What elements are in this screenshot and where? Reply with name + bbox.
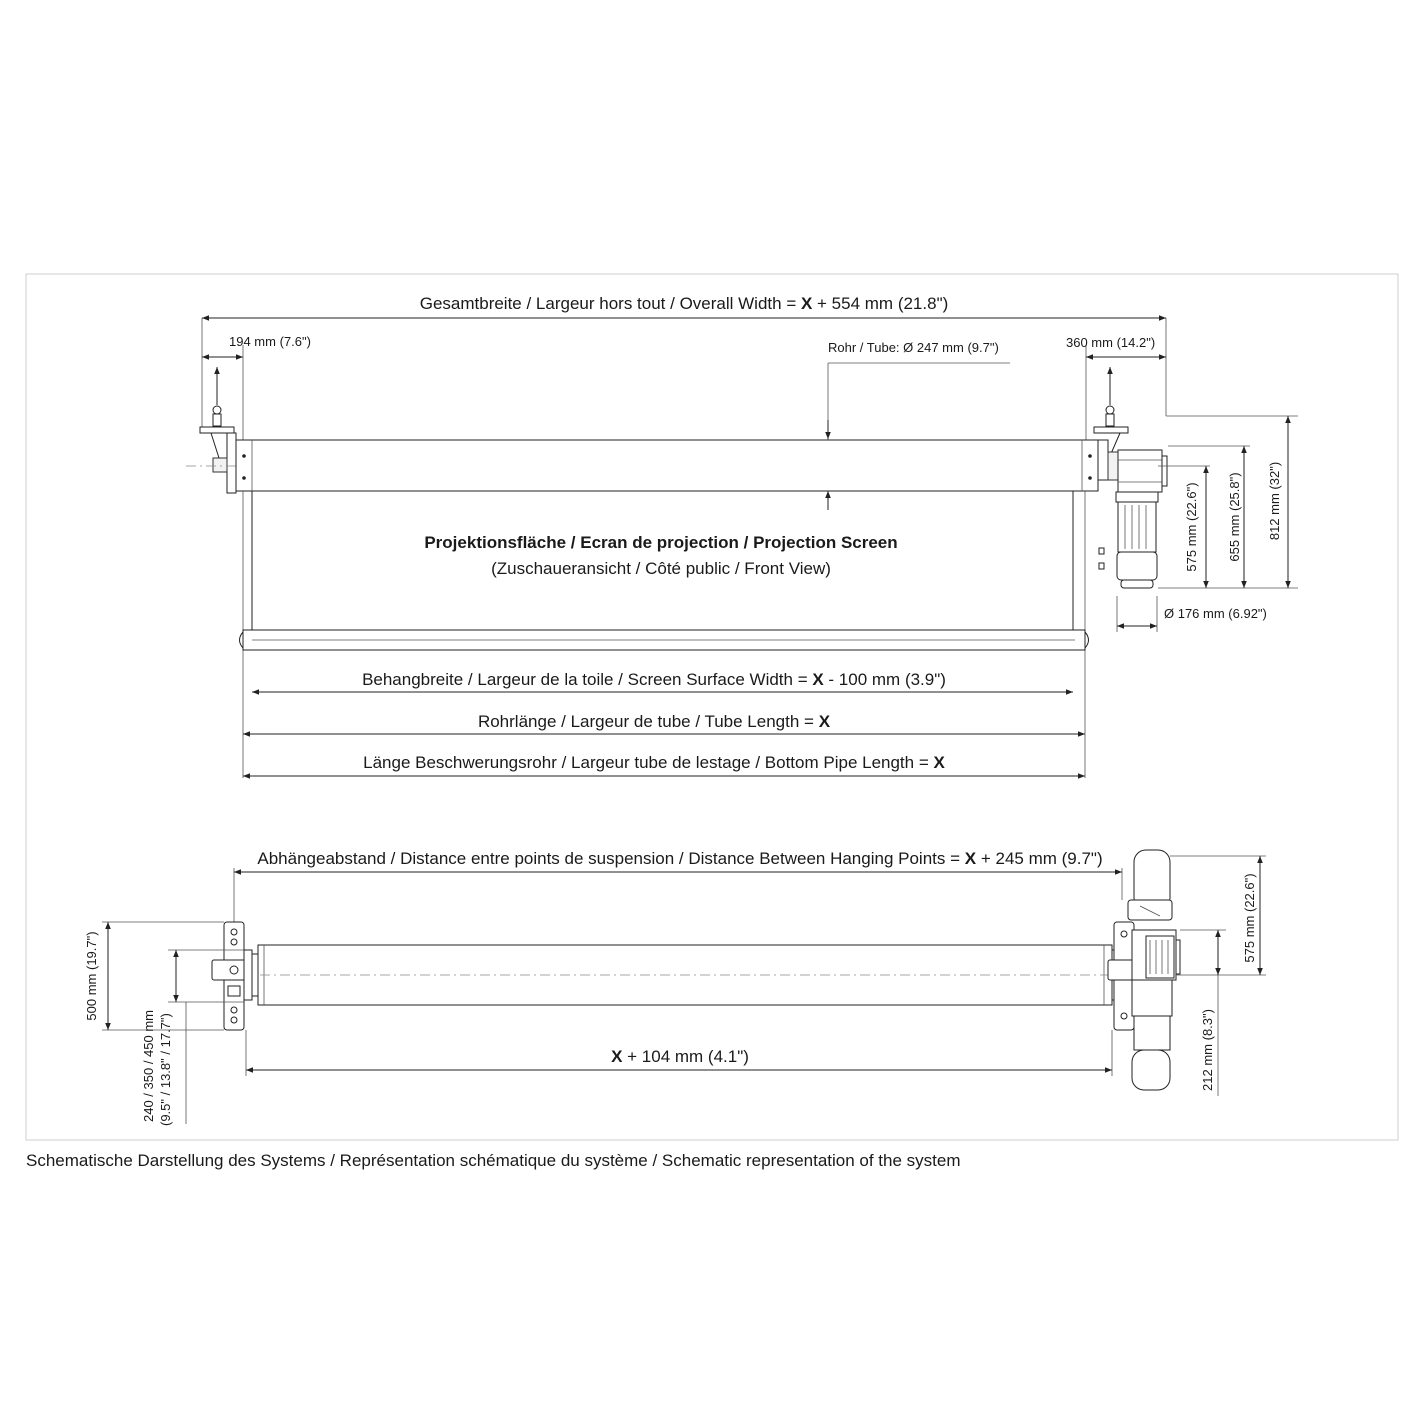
overall-width-label: Gesamtbreite / Largeur hors tout / Overa… bbox=[420, 294, 949, 313]
length-104-label: X + 104 mm (4.1") bbox=[611, 1047, 749, 1066]
depth-212-label: 212 mm (8.3") bbox=[1200, 1009, 1215, 1091]
bracket-inch-label: (9.5" / 13.8" / 17.7") bbox=[158, 1013, 173, 1126]
depth-500-label: 500 mm (19.7") bbox=[84, 931, 99, 1020]
motor-diameter-label: Ø 176 mm (6.92") bbox=[1164, 606, 1267, 621]
roller-tube bbox=[235, 439, 1099, 492]
bracket-mm-label: 240 / 350 / 450 mm bbox=[141, 1010, 156, 1122]
front-view: Gesamtbreite / Largeur hors tout / Overa… bbox=[186, 294, 1298, 779]
right-suspension-and-motor bbox=[1093, 367, 1168, 589]
drawing-frame bbox=[25, 273, 1399, 1141]
left-mounting-plate bbox=[211, 921, 259, 1031]
screen-subtitle: (Zuschaueransicht / Côté public / Front … bbox=[491, 559, 831, 578]
height-655-label: 655 mm (25.8") bbox=[1227, 472, 1242, 561]
left-offset-label: 194 mm (7.6") bbox=[229, 334, 311, 349]
tube-diameter-label: Rohr / Tube: Ø 247 mm (9.7") bbox=[828, 340, 999, 355]
depth-575-label: 575 mm (22.6") bbox=[1242, 873, 1257, 962]
screen-title: Projektionsfläche / Ecran de projection … bbox=[424, 533, 897, 552]
screen-width-label: Behangbreite / Largeur de la toile / Scr… bbox=[362, 670, 946, 689]
top-view: Abhängeabstand / Distance entre points d… bbox=[84, 849, 1266, 1126]
hanging-distance-label: Abhängeabstand / Distance entre points d… bbox=[257, 849, 1102, 868]
height-575-label: 575 mm (22.6") bbox=[1184, 482, 1199, 571]
right-offset-label: 360 mm (14.2") bbox=[1066, 335, 1155, 350]
figure-caption: Schematische Darstellung des Systems / R… bbox=[26, 1151, 961, 1170]
height-812-label: 812 mm (32") bbox=[1267, 462, 1282, 540]
bottom-pipe-label: Länge Beschwerungsrohr / Largeur tube de… bbox=[363, 753, 945, 772]
right-mounting-plate-and-motor bbox=[1107, 849, 1181, 1091]
tube-length-label: Rohrlänge / Largeur de tube / Tube Lengt… bbox=[478, 712, 831, 731]
